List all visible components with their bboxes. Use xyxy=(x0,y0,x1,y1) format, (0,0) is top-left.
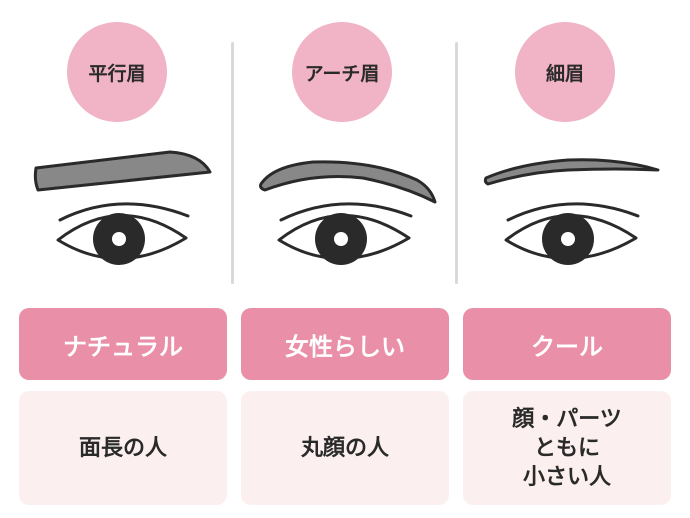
eye-icon xyxy=(504,202,640,265)
brow-type-label: 平行眉 xyxy=(88,62,146,85)
eye-icon xyxy=(56,202,190,265)
impression-label-text: 女性らしい xyxy=(285,332,405,361)
thin-eyebrow-icon xyxy=(483,158,660,186)
recommended-face-line: 面長の人 xyxy=(78,435,167,461)
thin-eyebrow-eye-illustration xyxy=(483,158,660,265)
brow-type-badge: アーチ眉 xyxy=(292,22,392,122)
impression-label-text: ナチュラル xyxy=(63,332,183,361)
recommended-face-card: 面長の人 xyxy=(19,391,227,505)
brow-type-label: アーチ眉 xyxy=(304,62,380,85)
impression-label: ナチュラル xyxy=(19,308,227,380)
impression-label: 女性らしい xyxy=(241,308,449,380)
column-divider xyxy=(455,42,458,284)
recommended-face-card: 顔・パーツ ともに 小さい人 xyxy=(463,391,671,505)
recommended-face-line: 小さい人 xyxy=(522,464,611,490)
brow-type-badge: 平行眉 xyxy=(67,22,167,122)
brow-type-badge: 細眉 xyxy=(515,22,615,122)
brow-type-label: 細眉 xyxy=(545,62,584,85)
parallel-eyebrow-icon xyxy=(33,150,212,192)
recommended-face-line: 丸顔の人 xyxy=(300,435,389,461)
column-divider xyxy=(231,42,234,284)
arched-eyebrow-eye-illustration xyxy=(259,160,437,265)
recommended-face-line: 顔・パーツ xyxy=(512,406,622,432)
recommended-face-card: 丸顔の人 xyxy=(241,391,449,505)
recommended-face-line: ともに xyxy=(533,435,600,461)
impression-label: クール xyxy=(463,308,671,380)
impression-label-text: クール xyxy=(531,332,603,361)
arched-eyebrow-icon xyxy=(259,160,437,204)
parallel-eyebrow-eye-illustration xyxy=(33,150,212,265)
eye-icon xyxy=(277,202,413,265)
